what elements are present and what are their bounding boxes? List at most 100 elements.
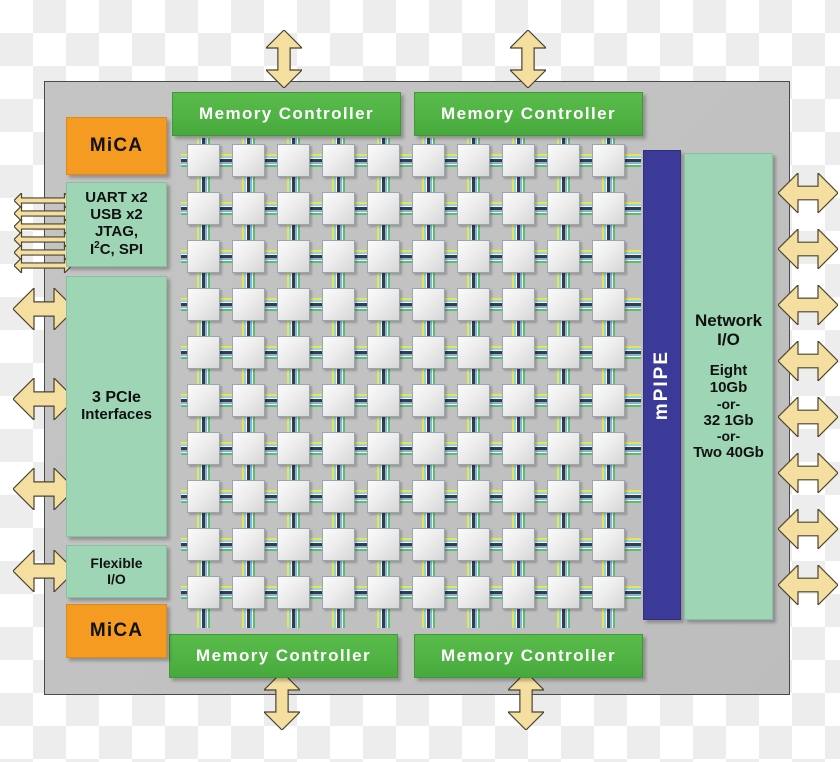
processor-tile[interactable] [232, 144, 265, 177]
processor-tile[interactable] [232, 480, 265, 513]
processor-tile[interactable] [412, 240, 445, 273]
processor-tile[interactable] [592, 576, 625, 609]
processor-tile[interactable] [502, 144, 535, 177]
processor-tile[interactable] [277, 240, 310, 273]
serial-io-block[interactable]: UART x2 USB x2 JTAG, I2C, SPI [66, 182, 167, 267]
processor-tile[interactable] [547, 144, 580, 177]
processor-tile[interactable] [502, 528, 535, 561]
processor-tile[interactable] [277, 432, 310, 465]
processor-tile[interactable] [457, 528, 490, 561]
processor-tile[interactable] [187, 144, 220, 177]
processor-tile[interactable] [457, 576, 490, 609]
memory-controller-top-right[interactable]: Memory Controller [414, 92, 643, 136]
processor-tile[interactable] [547, 336, 580, 369]
processor-tile[interactable] [232, 288, 265, 321]
processor-tile[interactable] [547, 528, 580, 561]
processor-tile[interactable] [367, 576, 400, 609]
processor-tile[interactable] [322, 336, 355, 369]
processor-tile[interactable] [592, 240, 625, 273]
processor-tile[interactable] [457, 240, 490, 273]
processor-tile[interactable] [502, 576, 535, 609]
processor-tile[interactable] [277, 528, 310, 561]
processor-tile[interactable] [322, 192, 355, 225]
processor-tile[interactable] [367, 528, 400, 561]
processor-tile[interactable] [187, 384, 220, 417]
processor-tile[interactable] [187, 192, 220, 225]
processor-tile[interactable] [232, 384, 265, 417]
processor-tile[interactable] [367, 288, 400, 321]
processor-tile[interactable] [277, 288, 310, 321]
processor-tile[interactable] [187, 528, 220, 561]
memory-controller-bottom-right[interactable]: Memory Controller [414, 634, 643, 678]
mpipe-block[interactable]: mPIPE [643, 150, 681, 620]
processor-tile[interactable] [592, 336, 625, 369]
processor-tile[interactable] [547, 240, 580, 273]
processor-tile[interactable] [322, 576, 355, 609]
processor-tile[interactable] [277, 192, 310, 225]
memory-controller-bottom-left[interactable]: Memory Controller [169, 634, 398, 678]
processor-tile[interactable] [187, 240, 220, 273]
processor-tile[interactable] [322, 288, 355, 321]
processor-tile[interactable] [322, 480, 355, 513]
processor-tile[interactable] [232, 240, 265, 273]
processor-tile[interactable] [457, 144, 490, 177]
processor-tile[interactable] [502, 384, 535, 417]
processor-tile[interactable] [367, 432, 400, 465]
processor-tile[interactable] [412, 192, 445, 225]
processor-tile[interactable] [457, 336, 490, 369]
processor-tile[interactable] [322, 432, 355, 465]
processor-tile[interactable] [232, 528, 265, 561]
processor-tile[interactable] [412, 528, 445, 561]
memory-controller-top-left[interactable]: Memory Controller [172, 92, 401, 136]
processor-tile[interactable] [592, 480, 625, 513]
processor-tile[interactable] [547, 480, 580, 513]
processor-tile[interactable] [232, 576, 265, 609]
pcie-block[interactable]: 3 PCIe Interfaces [66, 276, 167, 537]
processor-tile[interactable] [412, 288, 445, 321]
processor-tile[interactable] [592, 144, 625, 177]
processor-tile[interactable] [187, 576, 220, 609]
processor-tile[interactable] [187, 432, 220, 465]
processor-tile[interactable] [502, 432, 535, 465]
processor-tile[interactable] [592, 288, 625, 321]
processor-tile[interactable] [277, 576, 310, 609]
processor-tile[interactable] [232, 432, 265, 465]
processor-tile[interactable] [547, 576, 580, 609]
processor-tile[interactable] [592, 528, 625, 561]
processor-tile[interactable] [367, 144, 400, 177]
processor-tile[interactable] [412, 336, 445, 369]
processor-tile[interactable] [457, 288, 490, 321]
processor-tile[interactable] [547, 432, 580, 465]
processor-tile[interactable] [367, 336, 400, 369]
processor-tile[interactable] [277, 144, 310, 177]
processor-tile[interactable] [232, 336, 265, 369]
mica-block-top[interactable]: MiCA [66, 117, 167, 175]
processor-tile[interactable] [367, 480, 400, 513]
flexible-io-block[interactable]: Flexible I/O [66, 545, 167, 598]
processor-tile[interactable] [367, 384, 400, 417]
processor-tile[interactable] [322, 240, 355, 273]
network-io-block[interactable]: Network I/O Eight 10Gb -or- 32 1Gb -or- … [684, 153, 773, 620]
processor-tile[interactable] [412, 480, 445, 513]
processor-tile[interactable] [412, 432, 445, 465]
processor-tile[interactable] [592, 192, 625, 225]
processor-tile[interactable] [187, 480, 220, 513]
processor-tile[interactable] [547, 288, 580, 321]
processor-tile[interactable] [367, 192, 400, 225]
processor-tile[interactable] [367, 240, 400, 273]
processor-tile[interactable] [502, 336, 535, 369]
processor-tile[interactable] [457, 192, 490, 225]
processor-tile[interactable] [592, 432, 625, 465]
processor-tile[interactable] [412, 384, 445, 417]
processor-tile[interactable] [502, 288, 535, 321]
processor-tile[interactable] [322, 384, 355, 417]
processor-tile[interactable] [457, 480, 490, 513]
processor-tile[interactable] [322, 144, 355, 177]
processor-tile[interactable] [502, 192, 535, 225]
processor-tile[interactable] [322, 528, 355, 561]
processor-tile[interactable] [232, 192, 265, 225]
processor-tile[interactable] [592, 384, 625, 417]
processor-tile[interactable] [187, 336, 220, 369]
processor-tile[interactable] [412, 576, 445, 609]
processor-tile[interactable] [547, 192, 580, 225]
